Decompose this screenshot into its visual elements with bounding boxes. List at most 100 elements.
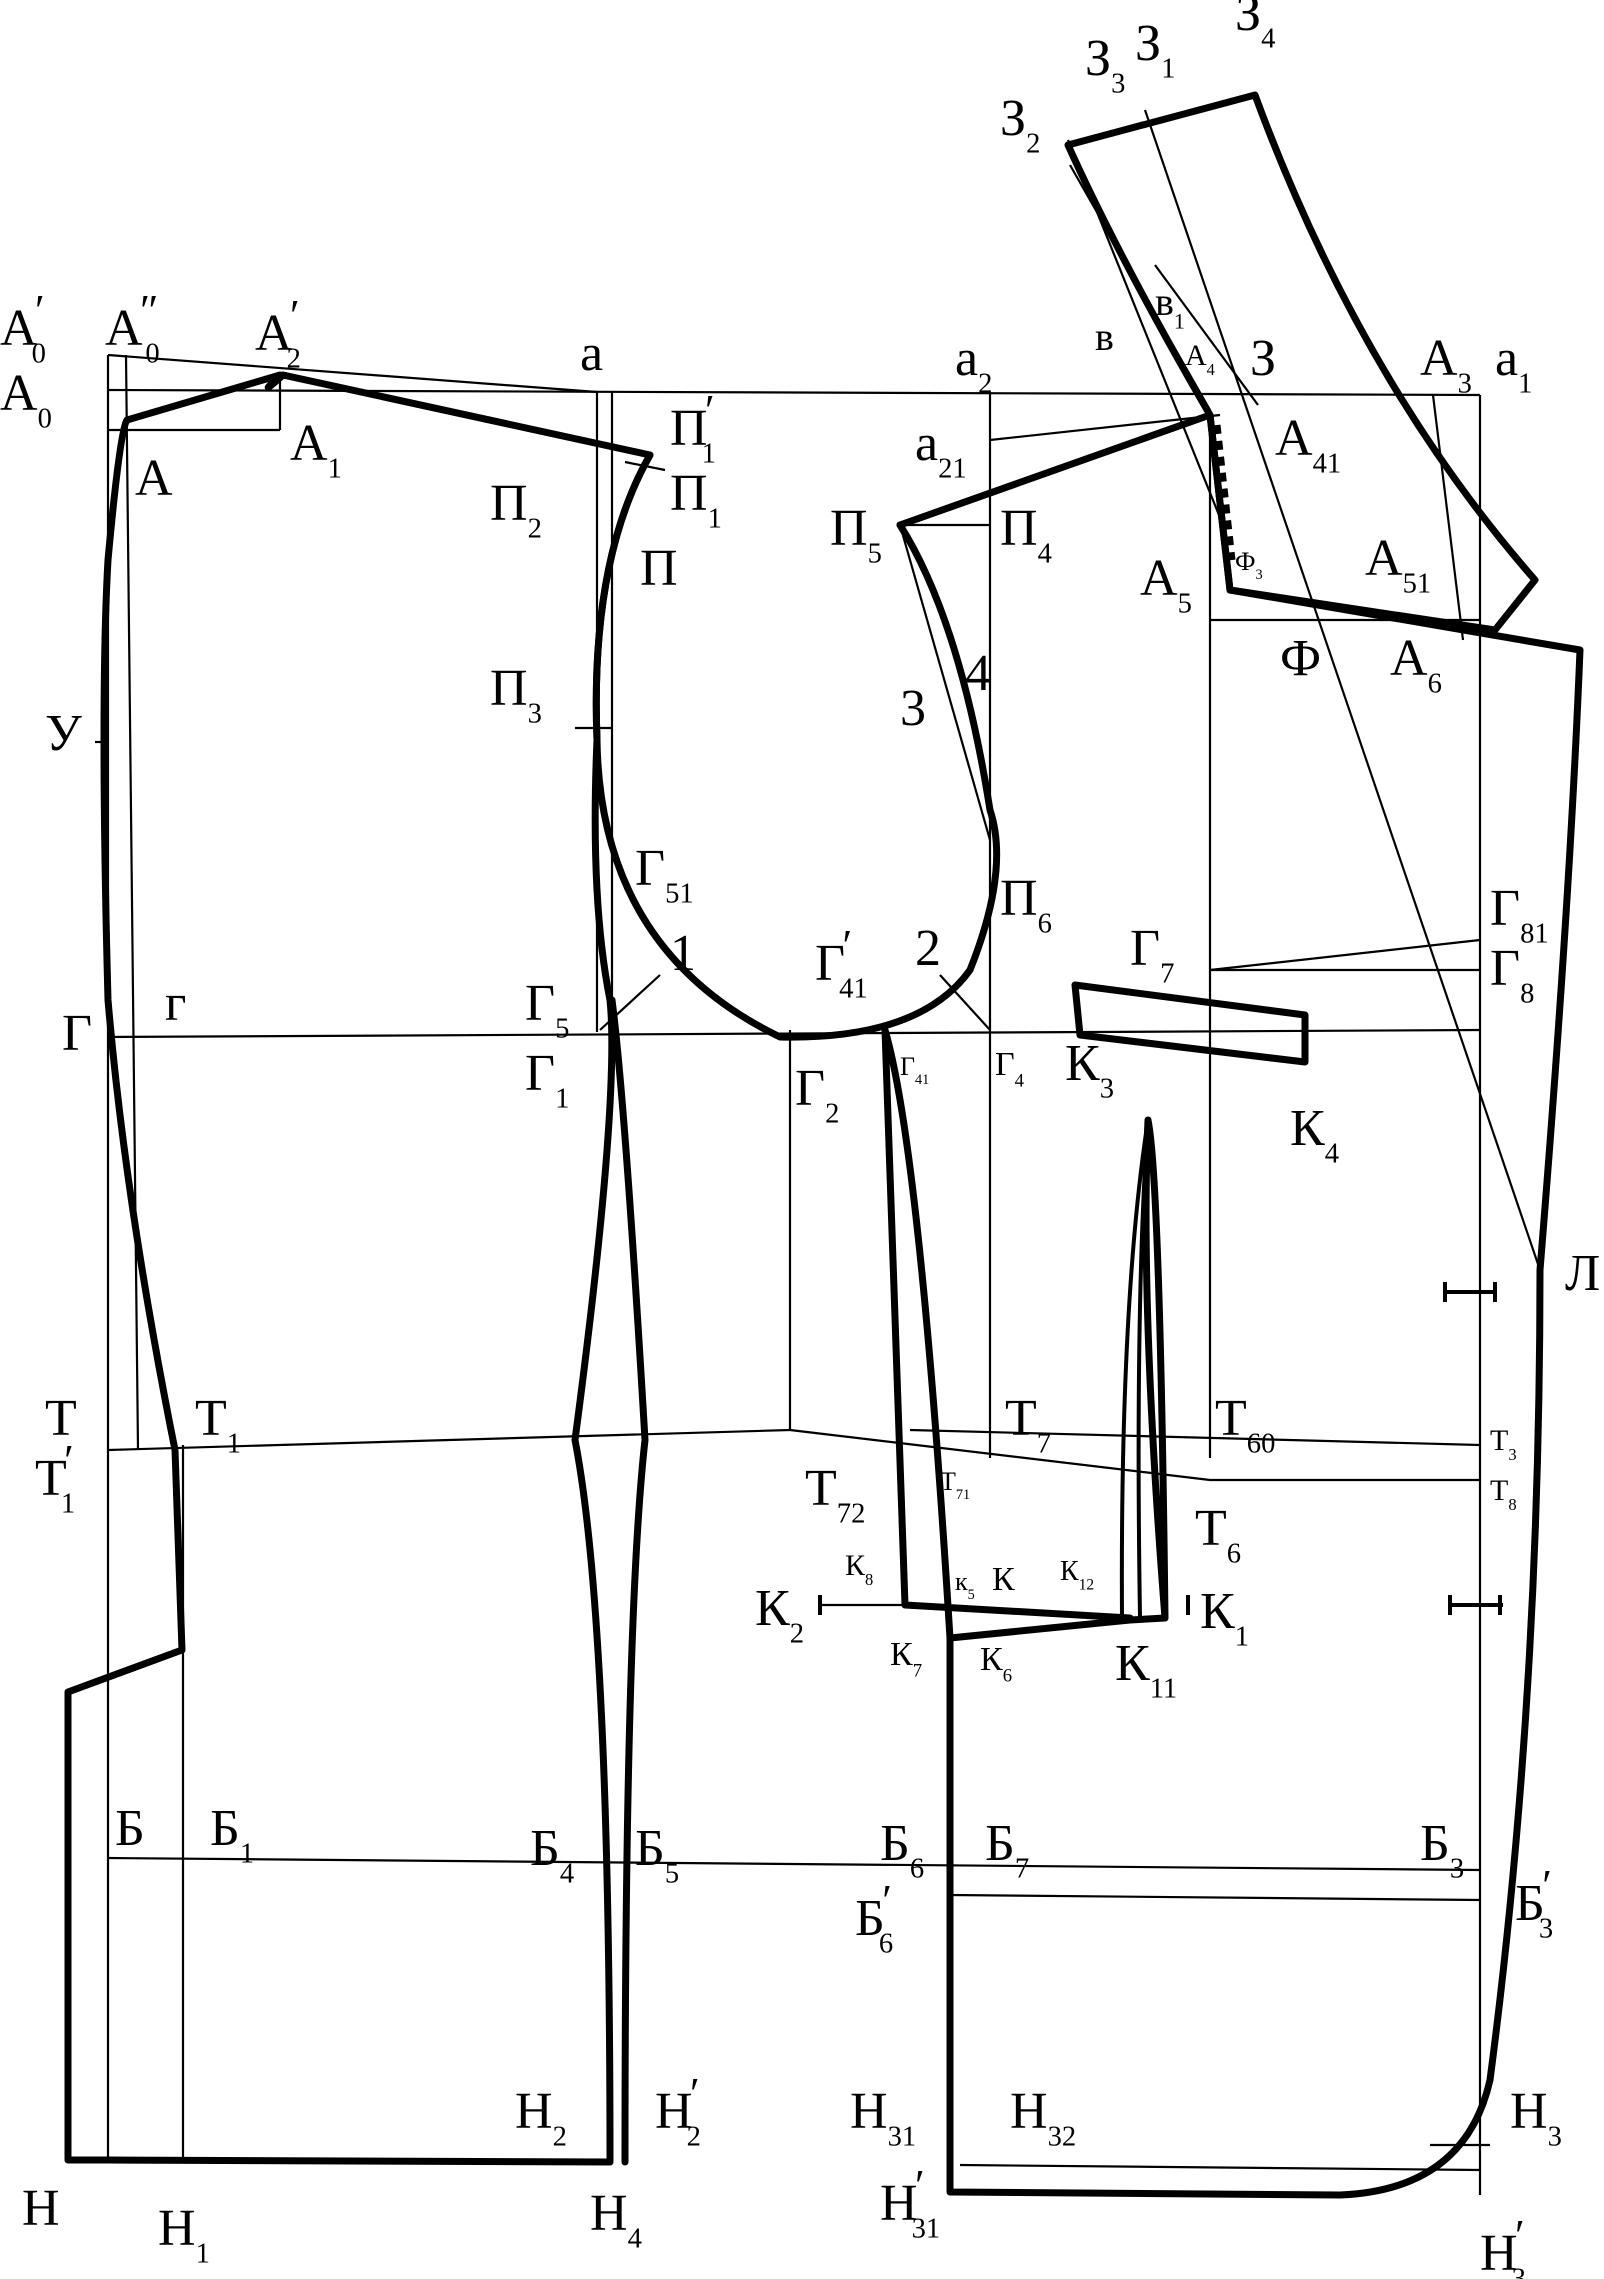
label-subscript: 5 [1178, 589, 1192, 620]
label-prime: ′ [915, 2161, 925, 2210]
label-main: 3 [900, 680, 926, 737]
label-main: Т [1490, 1424, 1508, 1457]
label-subscript: 1 [328, 454, 342, 485]
label-main: А [1140, 550, 1178, 607]
label-subscript: 1 [555, 1084, 569, 1115]
label-subscript: 2 [287, 344, 301, 375]
point-label-A5: А5 [1140, 550, 1192, 620]
side-seam [881, 1026, 1134, 1642]
label-main: П [830, 500, 868, 557]
label-prime: ′ [64, 1436, 74, 1485]
label-subscript: 5 [868, 539, 882, 570]
point-label-A4: А4 [1185, 339, 1215, 379]
point-label-v1: в1 [1155, 279, 1185, 334]
label-main: Н [22, 2180, 60, 2237]
label-main: К [890, 1636, 913, 1673]
label-subscript: 5 [968, 1587, 975, 1603]
label-subscript: 1 [240, 1839, 254, 1870]
point-label-a: а [580, 325, 603, 382]
point-label-A0: А0 [0, 365, 52, 435]
label-subscript: 1 [1174, 309, 1185, 334]
label-main: П [670, 465, 708, 522]
point-label-B6: Б6 [880, 1815, 924, 1885]
label-main: Г [900, 1052, 915, 1081]
label-main: Н [515, 2083, 553, 2140]
label-subscript: 21 [938, 454, 967, 485]
label-subscript: 0 [38, 404, 52, 435]
label-main: Т [1215, 1390, 1247, 1447]
label-subscript: 4 [1038, 539, 1052, 570]
label-main: А [1185, 339, 1207, 372]
label-subscript: 41 [1313, 449, 1342, 480]
label-subscript: 3 [1539, 1914, 1553, 1945]
label-main: Б [210, 1800, 240, 1857]
point-label-K3: К3 [1065, 1035, 1114, 1105]
label-main: Г [525, 1045, 555, 1102]
label-subscript: 3 [1548, 2122, 1562, 2153]
label-prime: ′ [882, 1876, 892, 1925]
label-subscript: 12 [1079, 1577, 1094, 1594]
label-subscript: 1 [1161, 54, 1175, 85]
point-label-A3: А3 [1420, 330, 1472, 400]
label-subscript: 8 [1520, 979, 1534, 1010]
label-main: Н [1480, 2225, 1518, 2279]
point-label-v: в [1095, 314, 1114, 359]
label-main: А [290, 415, 328, 472]
label-subscript: 1 [1235, 1622, 1249, 1653]
point-label-L: Л [1565, 1245, 1600, 1302]
label-main: К [1200, 1583, 1235, 1640]
label-main: К [1065, 1035, 1100, 1092]
label-main: Н [158, 2200, 196, 2257]
point-label-H3p: Н′3 [1480, 2211, 1526, 2279]
label-subscript: 2 [528, 514, 542, 545]
point-label-T8: Т8 [1490, 1474, 1517, 1514]
label-subscript: 4 [1261, 24, 1275, 55]
label-main: У [45, 705, 82, 762]
label-main: Н [1010, 2083, 1048, 2140]
label-main: а [1495, 330, 1518, 387]
label-main: А [0, 300, 38, 357]
point-label-P: П [640, 540, 678, 597]
label-subscript: 71 [956, 1487, 970, 1503]
label-main: Б [1420, 1815, 1450, 1872]
point-label-B3p: Б′ 3 [1515, 1861, 1553, 1944]
point-label-T7: Т7 [1005, 1390, 1051, 1460]
label-main: А [255, 305, 293, 362]
label-main: г [165, 975, 186, 1032]
label-main: К [1060, 1556, 1079, 1587]
armhole-curve [592, 451, 1001, 1041]
label-main: Н [1510, 2083, 1548, 2140]
label-subscript: 11 [1150, 1674, 1178, 1705]
point-label-A1: А1 [290, 415, 342, 485]
label-subscript: 31 [912, 2214, 941, 2245]
label-main: Г [815, 935, 845, 992]
point-label-H2p: Н′2 [655, 2069, 701, 2152]
point-label-n2: 2 [915, 920, 941, 977]
point-label-Z: З [1250, 330, 1276, 387]
point-label-H31: Н31 [850, 2083, 916, 2153]
label-main: Б [855, 1890, 885, 1947]
point-label-B6p: Б′6 [855, 1876, 893, 1959]
label-prime: ′ [1542, 1861, 1552, 1910]
point-label-F: Ф [1280, 630, 1321, 687]
point-label-A: А [135, 450, 173, 507]
label-subscript: 8 [865, 1570, 873, 1589]
point-label-T3: Т3 [1490, 1424, 1517, 1464]
label-subscript: 41 [839, 974, 868, 1005]
point-label-G: Г [62, 1005, 92, 1062]
point-label-G41p: Г′41 [815, 921, 868, 1004]
label-main: К [980, 1641, 1003, 1678]
point-label-G81: Г81 [1490, 880, 1549, 950]
label-main: 1 [670, 925, 696, 982]
point-label-P4: П4 [1000, 500, 1052, 570]
point-label-A51: А51 [1365, 530, 1431, 600]
point-label-a2: а2 [955, 330, 992, 400]
label-main: Т [805, 1460, 837, 1517]
label-subscript: 1 [708, 504, 722, 535]
point-label-T60: Т60 [1215, 1390, 1275, 1460]
point-label-K7: К7 [890, 1636, 922, 1682]
point-label-B3: Б3 [1420, 1815, 1464, 1885]
label-subscript: 2 [978, 369, 992, 400]
label-main: Б [1515, 1875, 1545, 1932]
